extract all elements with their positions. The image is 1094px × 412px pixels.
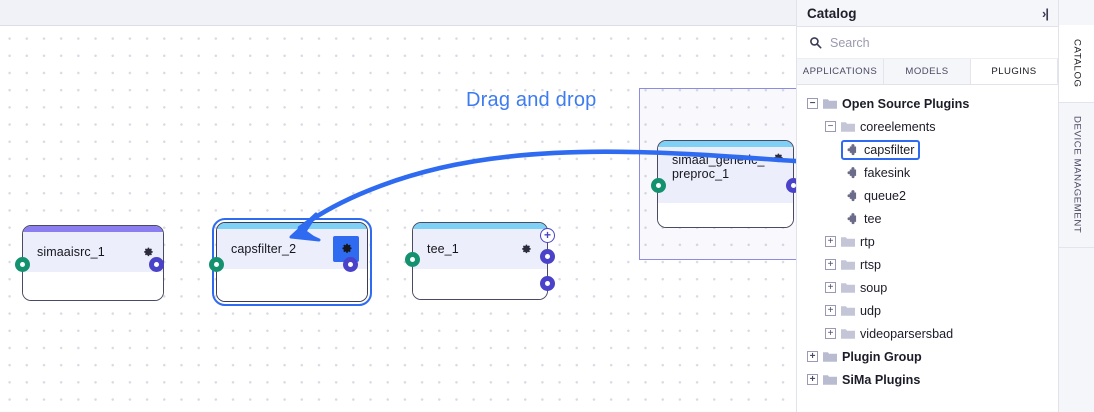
tree-item-label: queue2 xyxy=(864,188,907,203)
expand-toggle-icon[interactable]: + xyxy=(825,305,836,316)
node-capsfilter-2-input-port[interactable] xyxy=(209,257,224,272)
tab-plugins[interactable]: PLUGINS xyxy=(971,59,1058,84)
collapse-panel-icon[interactable]: ›| xyxy=(1042,5,1049,21)
expand-toggle-icon[interactable]: + xyxy=(825,236,836,247)
expand-toggle-icon[interactable]: + xyxy=(807,351,818,362)
tree-item-queue2[interactable]: queue2 xyxy=(797,184,1058,207)
tree-item-label: SiMa Plugins xyxy=(842,372,921,387)
tree-item-label: rtsp xyxy=(860,257,881,272)
tree-item-rtsp[interactable]: + rtsp xyxy=(797,253,1058,276)
tree-item-soup[interactable]: + soup xyxy=(797,276,1058,299)
node-simaai-generic-preproc-1-input-port[interactable] xyxy=(651,178,666,193)
drag-and-drop-label: Drag and drop xyxy=(466,89,597,111)
node-footer xyxy=(658,203,793,227)
node-simaaisrc-1-output-port[interactable] xyxy=(149,257,164,272)
tree-item-coreelements[interactable]: − coreelements xyxy=(797,115,1058,138)
folder-icon xyxy=(823,375,837,385)
node-accent-bar xyxy=(23,226,163,232)
search-input[interactable] xyxy=(830,35,1046,50)
tree-item-label: coreelements xyxy=(860,119,936,134)
search-bar[interactable] xyxy=(797,27,1058,59)
tree-item-label: soup xyxy=(860,280,888,295)
tree-item-udp[interactable]: + udp xyxy=(797,299,1058,322)
catalog-tabs: APPLICATIONS MODELS PLUGINS xyxy=(797,59,1058,85)
plugin-icon xyxy=(847,143,857,155)
node-tee-1-output-port-1[interactable] xyxy=(540,249,555,264)
folder-icon xyxy=(841,283,855,293)
folder-icon xyxy=(823,99,837,109)
folder-icon xyxy=(841,260,855,270)
canvas-toolbar xyxy=(0,0,796,26)
tree-item-open-source-plugins[interactable]: − Open Source Plugins xyxy=(797,92,1058,115)
gear-icon[interactable] xyxy=(140,245,155,260)
tab-models[interactable]: MODELS xyxy=(884,59,971,84)
node-title: simaaisrc_1 xyxy=(37,245,105,259)
plugin-icon xyxy=(847,166,857,178)
expand-toggle-icon[interactable]: + xyxy=(807,374,818,385)
folder-icon xyxy=(841,237,855,247)
tree-item-sima-plugins[interactable]: + SiMa Plugins xyxy=(797,368,1058,391)
tree-item-label: Open Source Plugins xyxy=(842,96,970,111)
node-tee-1[interactable]: tee_1 xyxy=(412,222,548,300)
side-tab-catalog[interactable]: CATALOG xyxy=(1059,25,1094,103)
expand-toggle-icon[interactable]: + xyxy=(825,282,836,293)
collapse-toggle-icon[interactable]: − xyxy=(825,121,836,132)
tab-applications[interactable]: APPLICATIONS xyxy=(797,59,884,84)
tree-item-label: capsfilter xyxy=(864,142,915,157)
node-footer xyxy=(413,269,547,299)
search-icon xyxy=(810,37,822,49)
folder-icon xyxy=(841,306,855,316)
page-title: Catalog xyxy=(807,5,857,21)
tree-item-rtp[interactable]: + rtp xyxy=(797,230,1058,253)
tree-item-label: rtp xyxy=(860,234,875,249)
tree-item-plugin-group[interactable]: + Plugin Group xyxy=(797,345,1058,368)
node-title: tee_1 xyxy=(427,242,459,256)
catalog-panel: Catalog ›| APPLICATIONS MODELS PLUGINS −… xyxy=(796,0,1058,412)
expand-toggle-icon[interactable]: + xyxy=(825,328,836,339)
tree-item-videoparsersbad[interactable]: + videoparsersbad xyxy=(797,322,1058,345)
node-simaaisrc-1-input-port[interactable] xyxy=(15,257,30,272)
gear-icon[interactable] xyxy=(518,242,533,257)
node-footer xyxy=(23,272,163,300)
node-title: capsfilter_2 xyxy=(231,242,297,256)
catalog-panel-header: Catalog ›| xyxy=(797,0,1058,27)
node-capsfilter-2-output-port[interactable] xyxy=(343,257,358,272)
node-footer xyxy=(217,269,367,301)
plugin-icon xyxy=(847,212,857,224)
tree-item-label: fakesink xyxy=(864,165,911,180)
node-tee-1-output-port-2[interactable] xyxy=(540,276,555,291)
pipeline-canvas[interactable]: simaaisrc_1 capsfilter_2 xyxy=(0,0,796,412)
folder-icon xyxy=(841,122,855,132)
folder-icon xyxy=(823,352,837,362)
node-title: simaai_generic_preproc_1 xyxy=(672,153,765,181)
tree-item-fakesink[interactable]: fakesink xyxy=(797,161,1058,184)
side-tab-rail: CATALOG DEVICE MANAGEMENT xyxy=(1058,0,1094,412)
tree-item-capsfilter[interactable]: capsfilter xyxy=(797,138,1058,161)
node-simaaisrc-1[interactable]: simaaisrc_1 xyxy=(22,225,164,301)
tree-item-label: udp xyxy=(860,303,882,318)
node-simaai-generic-preproc-1-output-port[interactable] xyxy=(786,178,796,193)
tree-item-tee[interactable]: tee xyxy=(797,207,1058,230)
plugin-icon xyxy=(847,189,857,201)
plugin-tree: − Open Source Plugins − coreelements cap… xyxy=(797,85,1058,412)
tree-item-label: videoparsersbad xyxy=(860,326,954,341)
side-tab-device-management[interactable]: DEVICE MANAGEMENT xyxy=(1059,103,1094,248)
node-accent-bar xyxy=(658,141,793,147)
gear-icon[interactable] xyxy=(770,151,785,166)
tree-item-label: tee xyxy=(864,211,882,226)
expand-toggle-icon[interactable]: + xyxy=(825,259,836,270)
collapse-toggle-icon[interactable]: − xyxy=(807,98,818,109)
tree-item-label: Plugin Group xyxy=(842,349,922,364)
folder-icon xyxy=(841,329,855,339)
node-tee-1-input-port[interactable] xyxy=(405,252,420,267)
node-simaai-generic-preproc-1[interactable]: simaai_generic_preproc_1 xyxy=(657,140,794,228)
node-tee-1-add-port-button[interactable] xyxy=(540,228,555,243)
